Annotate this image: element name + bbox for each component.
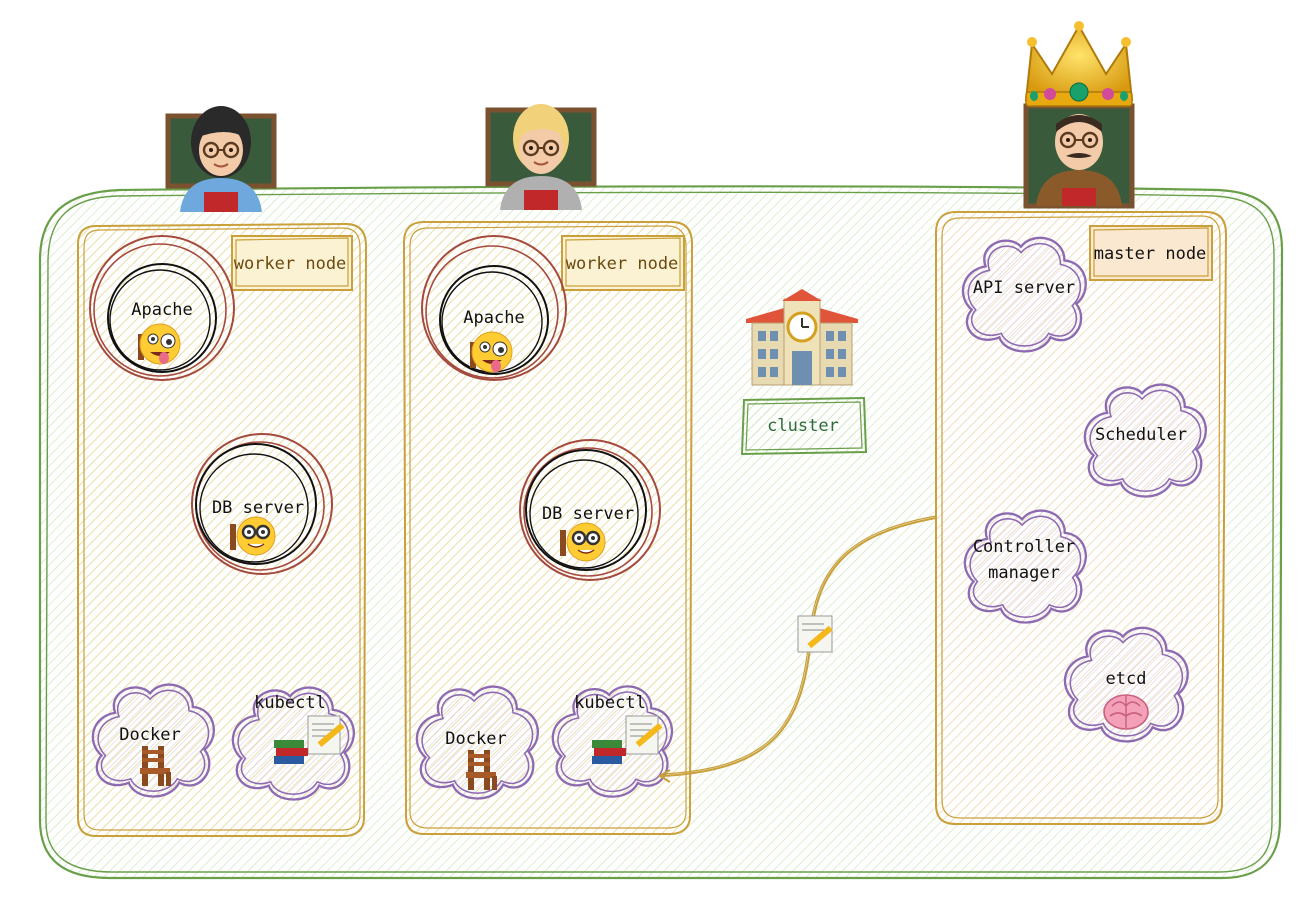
worker-node-2-apache-pod: Apache bbox=[421, 235, 567, 381]
memo-icon bbox=[797, 615, 833, 653]
worker-node-2 bbox=[402, 221, 694, 835]
chair-icon bbox=[140, 746, 171, 786]
scheduler-cloud: Scheduler bbox=[1083, 383, 1208, 498]
controller-manager-cloud: Controller manager bbox=[963, 509, 1088, 624]
apache-label: Apache bbox=[131, 300, 192, 320]
books-memo-icon bbox=[274, 715, 345, 764]
books-memo-icon bbox=[592, 715, 663, 764]
zany-face-icon bbox=[138, 323, 181, 365]
apache-label: Apache bbox=[463, 308, 524, 328]
worker-node-1-label: worker node bbox=[234, 254, 347, 274]
api-server-cloud: API server bbox=[961, 236, 1087, 353]
crowned-teacher-icon bbox=[1023, 21, 1135, 209]
etcd-cloud: etcd bbox=[1063, 626, 1189, 743]
zany-face-icon bbox=[470, 331, 513, 373]
worker-node-1 bbox=[77, 222, 368, 837]
worker-node-2-label-box: worker node bbox=[561, 235, 685, 291]
master-node-label: master node bbox=[1094, 244, 1207, 264]
worker-node-1-apache-pod: Apache bbox=[89, 235, 235, 381]
nerd-face-icon bbox=[230, 516, 276, 556]
cluster-label-box: cluster bbox=[740, 396, 868, 456]
kubectl-label: kubectl bbox=[574, 693, 646, 713]
brain-icon bbox=[1103, 694, 1149, 730]
kubectl-label: kubectl bbox=[254, 693, 326, 713]
blond-teacher-icon bbox=[485, 104, 597, 210]
crown-icon bbox=[1024, 21, 1134, 107]
docker-label: Docker bbox=[445, 729, 506, 749]
school-building-icon bbox=[746, 289, 858, 386]
worker-node-2-kubectl-cloud: kubectl bbox=[551, 685, 674, 798]
worker-node-2-db-pod: DB server bbox=[519, 439, 661, 581]
db-server-label: DB server bbox=[542, 504, 634, 524]
worker-node-1-kubectl-cloud: kubectl bbox=[231, 686, 356, 801]
worker-node-1-label-box: worker node bbox=[231, 235, 353, 291]
worker-node-2-docker-cloud: Docker bbox=[415, 685, 540, 800]
worker-node-2-label: worker node bbox=[566, 254, 679, 274]
worker-node-1-db-pod: DB server bbox=[191, 433, 333, 575]
woman-teacher-icon bbox=[165, 106, 277, 212]
scheduler-label: Scheduler bbox=[1095, 425, 1187, 445]
nerd-face-icon bbox=[560, 522, 606, 562]
etcd-label: etcd bbox=[1106, 669, 1147, 689]
worker-node-1-docker-cloud: Docker bbox=[91, 683, 216, 798]
docker-label: Docker bbox=[119, 725, 180, 745]
cluster-label: cluster bbox=[767, 416, 839, 436]
api-server-label: API server bbox=[973, 278, 1075, 298]
controller-manager-label-line-2: manager bbox=[988, 563, 1060, 583]
controller-manager-label-line-1: Controller bbox=[973, 537, 1075, 557]
db-server-label: DB server bbox=[212, 498, 304, 518]
master-node-label-box: master node bbox=[1089, 225, 1213, 281]
chair-icon bbox=[466, 750, 497, 790]
